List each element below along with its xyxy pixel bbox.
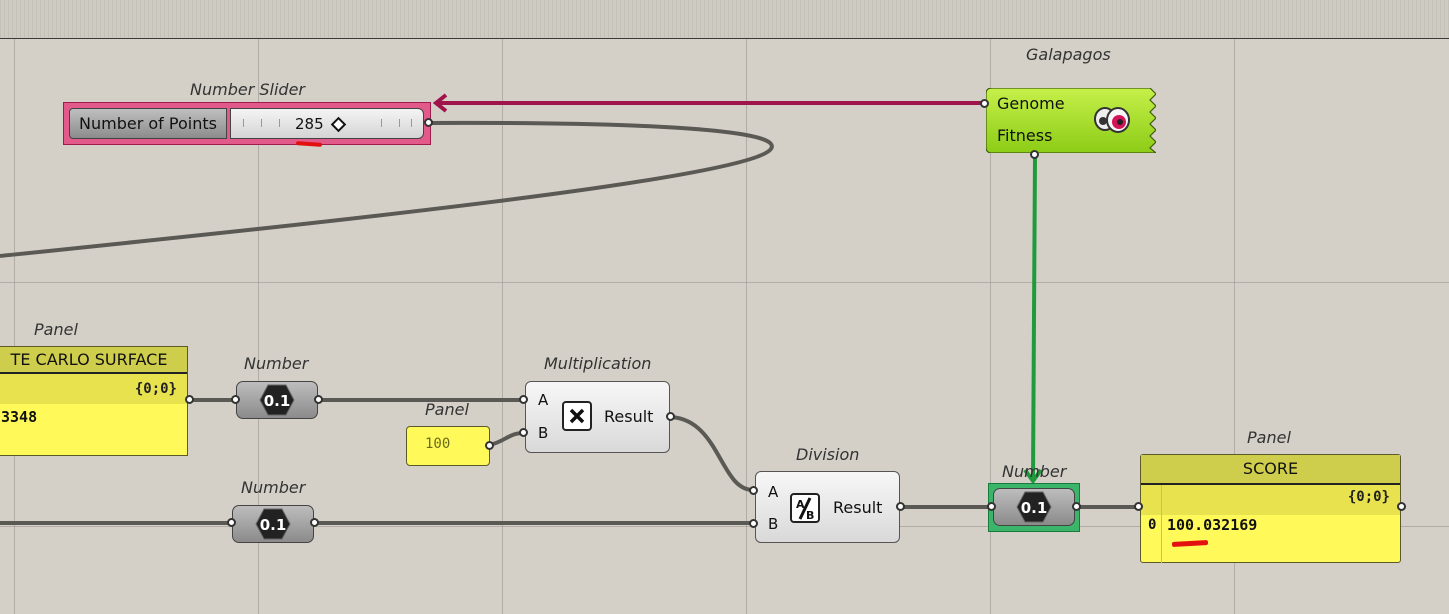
slider-tick xyxy=(411,119,412,127)
slider-tick xyxy=(381,119,382,127)
slider-label[interactable]: Number of Points xyxy=(69,108,227,139)
slider-tick xyxy=(399,119,400,127)
div-input-b[interactable]: B xyxy=(768,515,779,533)
number-component-top[interactable]: 0.1 xyxy=(236,381,318,419)
panel-score-output-grip[interactable] xyxy=(1397,502,1406,511)
slider-caption: Number Slider xyxy=(190,80,305,99)
division-component[interactable]: A B A B Result xyxy=(755,471,900,543)
div-input-b-grip[interactable] xyxy=(749,519,758,528)
svg-text:A: A xyxy=(796,498,805,511)
panel-path: {0;0} xyxy=(134,381,177,397)
galapagos-caption: Galapagos xyxy=(1026,45,1111,64)
panel-header: TE CARLO SURFACE xyxy=(0,347,187,374)
panel-score-input-grip[interactable] xyxy=(1134,502,1143,511)
galapagos-eye-icon xyxy=(1094,107,1130,133)
div-input-a-grip[interactable] xyxy=(749,486,758,495)
galapagos-body xyxy=(986,88,1156,153)
panel-path-bar xyxy=(0,374,187,404)
panel-small-value: 100 xyxy=(425,436,451,452)
panel-left-caption: Panel xyxy=(34,320,78,339)
slider-knob[interactable] xyxy=(330,116,347,133)
panel-score-value: 100.032169 xyxy=(1167,516,1258,534)
slider-output-grip[interactable] xyxy=(424,118,433,127)
number-component-right[interactable]: 0.1 xyxy=(993,488,1075,526)
panel-score-index: 0 xyxy=(1148,517,1157,533)
number-bottom-input-grip[interactable] xyxy=(227,518,236,527)
multiplication-caption: Multiplication xyxy=(544,354,652,373)
slider-track[interactable]: 285 xyxy=(230,108,424,139)
panel-small-output-grip[interactable] xyxy=(485,441,494,450)
slider-value: 285 xyxy=(295,115,324,133)
slider-output-wire xyxy=(0,120,774,258)
canvas-toolbar-strip xyxy=(0,0,1449,39)
fitness-arrowhead xyxy=(1023,468,1043,485)
mult-input-a[interactable]: A xyxy=(538,391,549,409)
number-bottom-caption: Number xyxy=(241,478,306,497)
fitness-grip[interactable] xyxy=(1030,150,1039,159)
fitness-label: Fitness xyxy=(997,126,1053,145)
genome-label: Genome xyxy=(997,94,1065,113)
genome-arrowhead xyxy=(432,93,448,113)
panel-score-index-divider xyxy=(1161,485,1162,563)
panel-left-output-grip[interactable] xyxy=(185,395,194,404)
number-top-caption: Number xyxy=(244,354,309,373)
division-caption: Division xyxy=(796,445,860,464)
panel-score-caption: Panel xyxy=(1247,428,1291,447)
number-param-icon: 0.1 xyxy=(259,384,295,416)
number-bottom-output-grip[interactable] xyxy=(310,518,319,527)
panel-score-header: SCORE xyxy=(1141,455,1400,485)
number-param-icon: 0.1 xyxy=(255,508,291,540)
mult-output-grip[interactable] xyxy=(666,412,675,421)
mult-input-b[interactable]: B xyxy=(538,424,549,442)
number-right-input-grip[interactable] xyxy=(987,502,996,511)
number-icon-text: 0.1 xyxy=(1021,499,1048,517)
number-right-output-grip[interactable] xyxy=(1072,502,1081,511)
mult-input-b-grip[interactable] xyxy=(519,428,528,437)
slider-tick xyxy=(261,119,262,127)
slider-tick xyxy=(243,119,244,127)
panel-small-caption: Panel xyxy=(425,400,469,419)
svg-text:B: B xyxy=(806,509,814,522)
panel-score-path-bar xyxy=(1141,485,1400,515)
number-right-caption: Number xyxy=(1002,462,1067,481)
number-component-bottom[interactable]: 0.1 xyxy=(232,505,314,543)
number-slider[interactable]: Number of Points 285 xyxy=(63,102,431,145)
div-output-grip[interactable] xyxy=(896,502,905,511)
galapagos-component[interactable]: Genome Fitness xyxy=(986,88,1156,153)
number-top-input-grip[interactable] xyxy=(231,395,240,404)
panel-score[interactable]: SCORE {0;0} 0 100.032169 xyxy=(1140,454,1401,563)
fitness-wire xyxy=(1031,154,1037,479)
divide-icon: A B xyxy=(790,493,820,523)
div-input-a[interactable]: A xyxy=(768,483,779,501)
mult-to-div-a-wire xyxy=(670,415,754,492)
panel-constant-100[interactable]: 100 xyxy=(406,426,490,466)
number-top-output-grip[interactable] xyxy=(314,395,323,404)
panel-score-path: {0;0} xyxy=(1347,489,1390,505)
number-icon-text: 0.1 xyxy=(260,516,287,534)
number-icon-text: 0.1 xyxy=(264,392,291,410)
panel-value: 3348 xyxy=(1,408,38,426)
multiplication-component[interactable]: A B Result xyxy=(525,381,670,453)
panel-monte-carlo[interactable]: TE CARLO SURFACE {0;0} 3348 xyxy=(0,346,188,456)
genome-grip[interactable] xyxy=(980,99,989,108)
slider-tick xyxy=(279,119,280,127)
mult-output-result[interactable]: Result xyxy=(604,407,654,426)
number-param-icon: 0.1 xyxy=(1016,491,1052,523)
multiply-icon xyxy=(562,401,592,431)
div-output-result[interactable]: Result xyxy=(833,498,883,517)
mult-input-a-grip[interactable] xyxy=(519,395,528,404)
